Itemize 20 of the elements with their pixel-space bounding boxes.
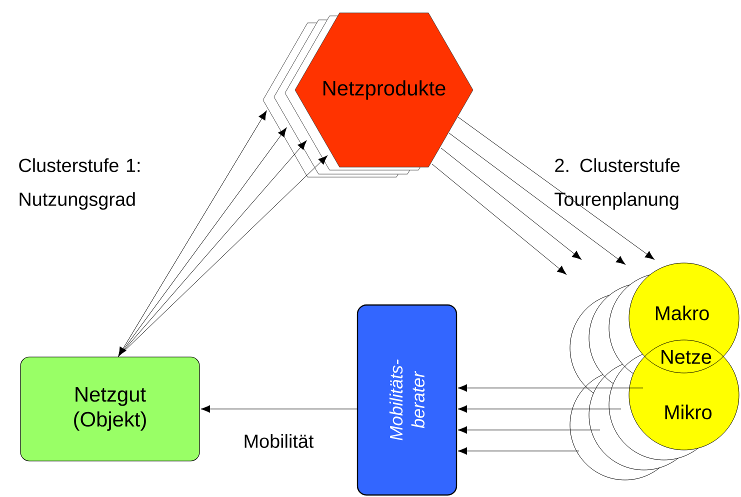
edge-label: Mobilität (242, 433, 315, 449)
arrow (458, 384, 644, 392)
node-label: Netze (662, 350, 712, 364)
arrow (118, 110, 267, 356)
arrow (458, 447, 580, 455)
node-label: Makro (656, 306, 709, 320)
arrow (118, 155, 328, 358)
node-label: Mikro (665, 404, 712, 420)
arrow (458, 426, 600, 434)
arrow (440, 148, 582, 260)
arrow (458, 116, 654, 260)
hexagon-stack-drawing: Netzprodukte (262, 12, 474, 178)
text-label: Clusterstufe 1: Nutzungsgrad (19, 158, 140, 210)
circle-stack-drawing: Makro Netze Mikro (570, 262, 740, 480)
arrow (200, 405, 358, 413)
arrow (448, 132, 626, 265)
arrow (432, 164, 566, 275)
rounded-box: Mobilitäts- berater (356, 304, 458, 496)
rounded-box: Netzgut (Objekt) (20, 356, 200, 462)
arrow (458, 405, 622, 413)
